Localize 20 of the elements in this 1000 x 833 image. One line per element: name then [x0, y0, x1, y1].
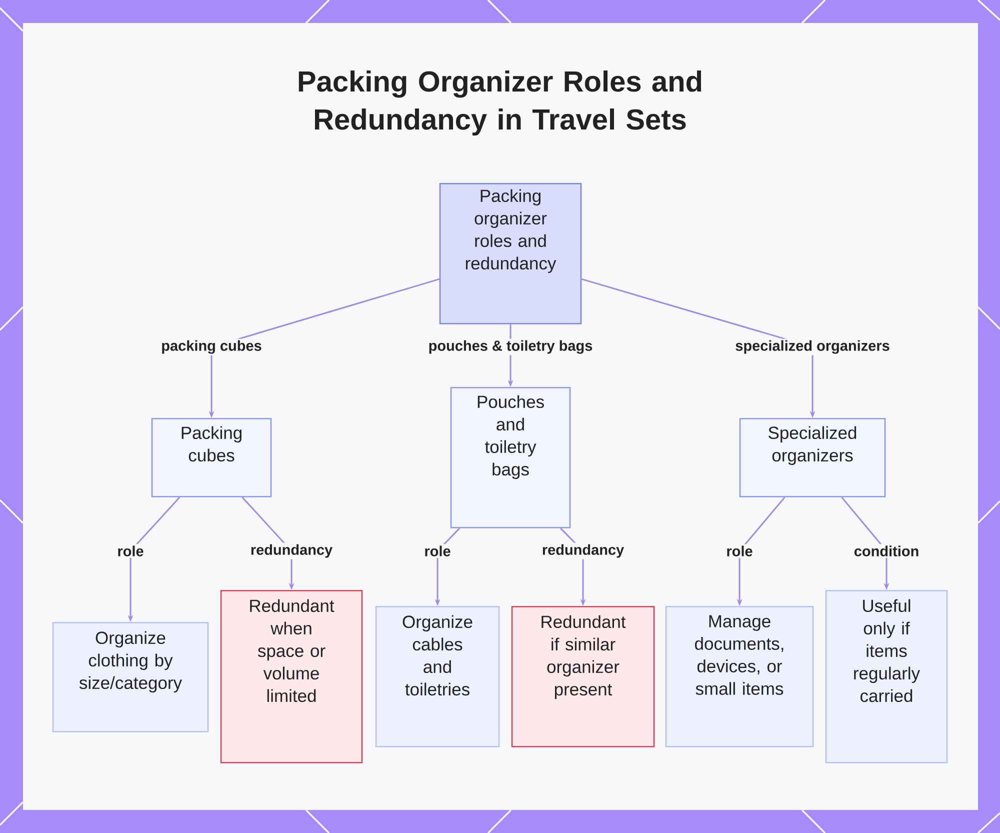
detail-box: Useful only if items regularly carried [825, 590, 948, 764]
category-box: Specialized organizers [739, 418, 886, 498]
edge-label: packing cubes [160, 338, 264, 356]
topic-box: Packing organizer roles and redundancy [439, 183, 582, 324]
edge-label: role [116, 544, 146, 558]
edge-label: role [422, 544, 452, 558]
category-box: Packing cubes [151, 418, 272, 498]
highlighted-box: Redundant if similar organizer present [511, 606, 655, 748]
edge-label: pouches & toiletry bags [426, 338, 594, 356]
category-box: Pouches and toiletry bags [450, 387, 571, 528]
detail-box: Manage documents, devices, or small items [665, 606, 814, 748]
title: Packing Organizer Roles and Redundancy in Travel Sets [298, 70, 702, 136]
edge-label: role [724, 544, 754, 558]
edge-label: redundancy [540, 542, 626, 560]
highlighted-box: Redundant when space or volume limited [220, 590, 363, 764]
detail-box: Organize clothing by size/category [52, 622, 209, 732]
detail-box: Organize cables and toiletries [375, 606, 500, 748]
edge-label: condition [852, 544, 921, 558]
edge-label: specialized organizers [734, 338, 892, 356]
edge-label: redundancy [248, 542, 334, 560]
